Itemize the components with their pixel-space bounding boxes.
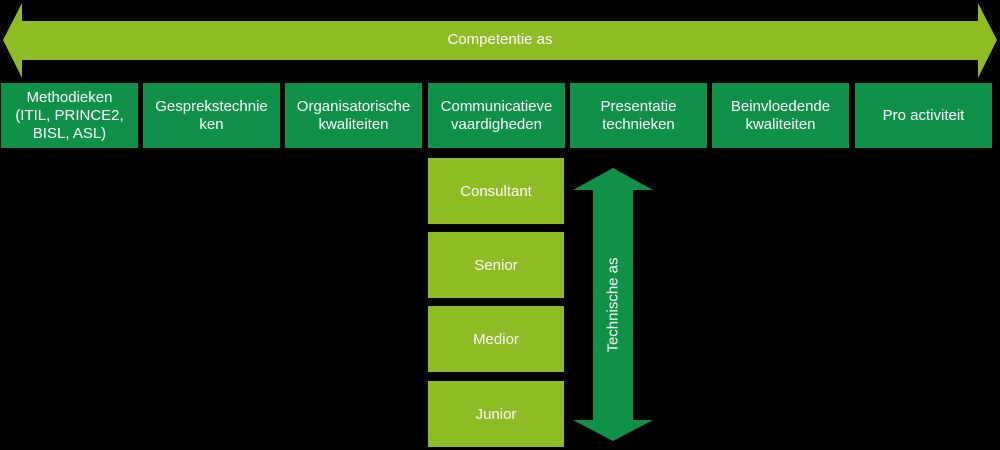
competency-axis-arrow <box>3 3 997 78</box>
level-box-consultant: Consultant <box>428 158 564 224</box>
competency-box-organisatorisch: Organisatorische kwaliteiten <box>285 83 422 148</box>
competency-box-communicatief: Communicatieve vaardigheden <box>428 83 565 148</box>
technical-axis-arrow <box>573 168 653 441</box>
competency-box-pro-activiteit: Pro activiteit <box>855 83 992 148</box>
level-box-medior: Medior <box>428 306 564 372</box>
competency-axis-label: Competentie as <box>447 31 553 48</box>
level-box-senior: Senior <box>428 232 564 298</box>
level-box-junior: Junior <box>428 381 564 447</box>
competency-box-beinvloedend: Beinvloedende kwaliteiten <box>712 83 849 148</box>
technical-axis-label: Technische as <box>604 257 622 353</box>
competency-box-presentatie: Presentatie technieken <box>570 83 707 148</box>
competency-box-gesprekstechnieken: Gesprekstechnie ken <box>143 83 280 148</box>
competency-box-methodieken: Methodieken (ITIL, PRINCE2, BISL, ASL) <box>1 83 138 148</box>
